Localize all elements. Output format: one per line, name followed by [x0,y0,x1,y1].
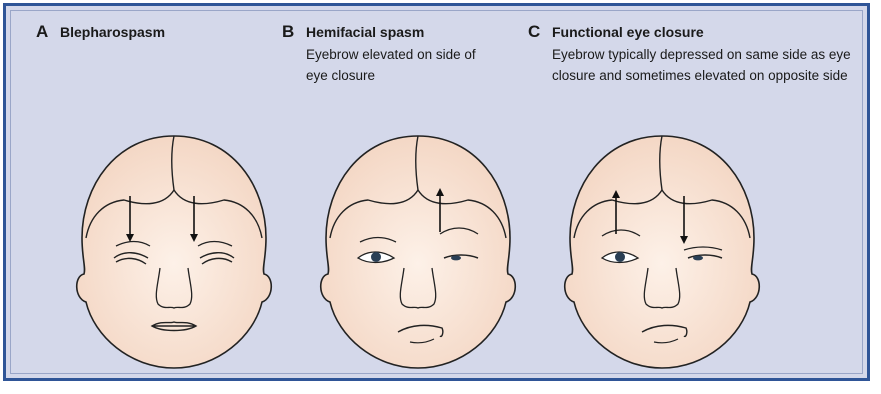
face-c-pupil-left [615,252,625,262]
panel-b-letter: B [282,22,294,42]
figure-frame: A Blepharospasm B Hemifacial spasm Eyebr… [3,3,870,381]
face-a-head-outline [77,136,272,368]
face-b-pupil-right-closed [451,256,461,261]
panel-a-letter: A [36,22,48,42]
face-b-head-outline [321,136,516,368]
face-c [565,136,760,368]
face-b [321,136,516,368]
panel-c-letter: C [528,22,540,42]
face-c-pupil-right-closed [693,256,703,261]
panel-b-description: Eyebrow elevated on side of eye closure [306,44,496,86]
panel-c-title: Functional eye closure [552,24,704,40]
face-b-pupil-left [371,252,381,262]
face-a [77,136,272,368]
panel-c-description: Eyebrow typically depressed on same side… [552,44,870,86]
panel-b-title: Hemifacial spasm [306,24,424,40]
face-c-head-outline [565,136,760,368]
panel-a-title: Blepharospasm [60,24,165,40]
